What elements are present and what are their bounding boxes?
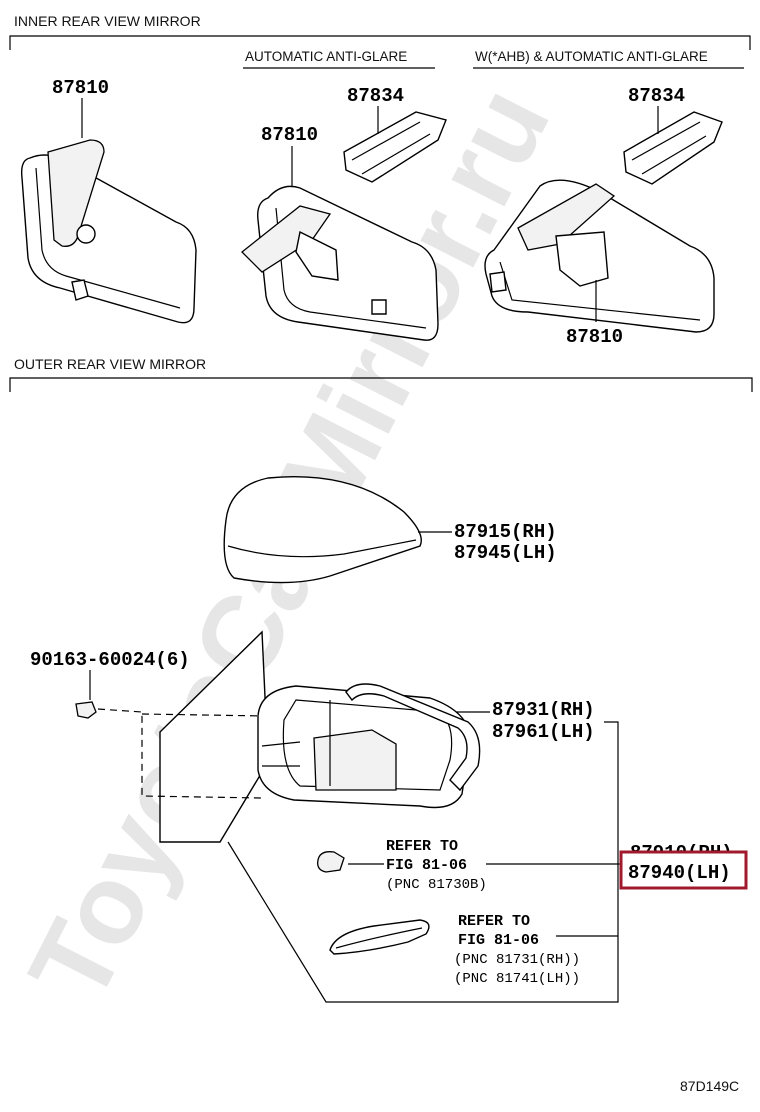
inner-mirror-ahb: 87834 87810 xyxy=(484,85,723,348)
ref2-line1: REFER TO xyxy=(458,913,530,930)
label-87810-auto: 87810 xyxy=(261,124,318,146)
ref2-line2: FIG 81-06 xyxy=(458,932,539,949)
ref2-line3: (PNC 81731(RH)) xyxy=(454,952,580,968)
ref1-line3: (PNC 81730B) xyxy=(386,877,487,893)
cover-ahb-detail xyxy=(631,121,707,175)
inner-mirror-plain: 87810 xyxy=(20,77,197,324)
mirror-cover xyxy=(223,476,422,584)
mirror-mount-ahb xyxy=(517,183,616,251)
cover-87834-auto xyxy=(343,111,447,183)
cover-auto-detail xyxy=(351,121,431,175)
label-cover-rh: 87915(RH) xyxy=(454,521,557,543)
mirror-pivot-plain xyxy=(76,224,96,244)
assembly-bracket xyxy=(227,721,619,1003)
mirror-motor-unit xyxy=(313,729,397,791)
mirror-glass-auto-rim xyxy=(275,207,427,329)
mirror-stem-auto xyxy=(295,230,339,281)
mirror-cover-rim xyxy=(227,539,417,558)
turn-signal-lamp-rim xyxy=(335,927,423,949)
label-body-rh: 87931(RH) xyxy=(492,699,595,721)
mirror-clip-auto xyxy=(371,299,387,315)
outer-mirror-section: OUTER REAR VIEW MIRROR 87915(RH) 87945(L… xyxy=(9,356,753,1003)
subtitle-automatic: AUTOMATIC ANTI-GLARE xyxy=(245,49,407,64)
subtitle-ahb: W(*AHB) & AUTOMATIC ANTI-GLARE xyxy=(475,49,708,64)
inner-mirror-section: INNER REAR VIEW MIRROR AUTOMATIC ANTI-GL… xyxy=(9,13,751,348)
mirror-stem-ahb xyxy=(555,231,609,287)
ref2-line4: (PNC 81741(LH)) xyxy=(454,971,580,987)
highlight-box xyxy=(619,850,748,890)
label-assy-lh: 87940(LH) xyxy=(628,862,731,884)
label-screw: 90163-60024(6) xyxy=(30,649,190,671)
ref1-line1: REFER TO xyxy=(386,838,458,855)
label-87810-ahb: 87810 xyxy=(566,326,623,348)
cover-87834-ahb xyxy=(623,111,723,185)
mirror-body-brackets xyxy=(261,700,331,786)
door-base-plate xyxy=(159,630,269,843)
ref1-line2: FIG 81-06 xyxy=(386,857,467,874)
label-87810-plain: 87810 xyxy=(52,77,109,99)
outer-section-bracket xyxy=(9,377,753,392)
label-body-lh: 87961(LH) xyxy=(492,721,595,743)
mirror-glass-plain-rim xyxy=(35,167,181,309)
label-87834-ahb: 87834 xyxy=(628,85,685,107)
mirror-clip-plain xyxy=(71,279,89,301)
side-bulb xyxy=(317,851,345,873)
mirror-glass-plain xyxy=(20,154,197,324)
screw-dash-line-1 xyxy=(97,708,263,799)
screw-part xyxy=(75,701,97,719)
label-87834-auto: 87834 xyxy=(347,85,404,107)
inner-mirror-automatic: 87834 87810 xyxy=(241,85,447,341)
outer-section-title: OUTER REAR VIEW MIRROR xyxy=(14,356,206,372)
mirror-sensor-ahb xyxy=(489,271,507,293)
screw-dash-line-2 xyxy=(141,713,267,717)
diagram-code: 87D149C xyxy=(680,1078,739,1094)
inner-section-title: INNER REAR VIEW MIRROR xyxy=(14,13,201,29)
inner-section-bracket xyxy=(9,35,751,50)
mirror-mount-auto xyxy=(241,205,332,273)
mirror-body-back-frame xyxy=(345,683,481,792)
label-cover-lh: 87945(LH) xyxy=(454,542,557,564)
